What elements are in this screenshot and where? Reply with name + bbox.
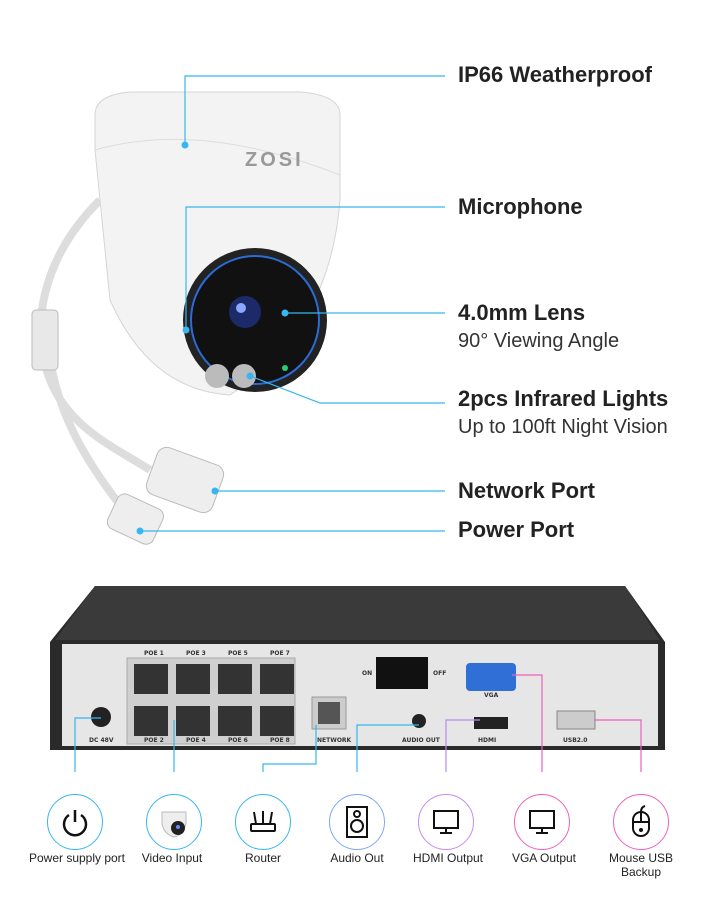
port-audio: AUDIO OUT xyxy=(402,737,440,744)
router-icon xyxy=(235,794,291,850)
switch-off: OFF xyxy=(433,670,447,677)
vga-monitor-icon xyxy=(514,794,570,850)
callout-infrared: 2pcs Infrared Lights xyxy=(458,386,669,411)
label-hdmi-output: HDMI Output xyxy=(412,851,484,865)
hdmi-monitor-icon xyxy=(418,794,474,850)
callout-microphone: Microphone xyxy=(458,194,583,219)
label-power-supply: Power supply port xyxy=(28,851,126,865)
port-poe6: POE 6 xyxy=(228,737,248,744)
nvr-illustration xyxy=(50,586,665,772)
port-usb: USB2.0 xyxy=(563,737,588,744)
camera-brand-logo: ZOSI xyxy=(245,149,304,171)
port-poe1: POE 1 xyxy=(144,650,164,657)
label-vga-output: VGA Output xyxy=(511,851,577,865)
callout-network-port: Network Port xyxy=(458,478,595,503)
port-poe5: POE 5 xyxy=(228,650,248,657)
speaker-icon xyxy=(329,794,385,850)
camera-illustration: ZOSI xyxy=(31,75,445,545)
port-network: NETWORK xyxy=(317,737,352,744)
port-poe2: POE 2 xyxy=(144,737,164,744)
port-poe4: POE 4 xyxy=(186,737,206,744)
camera-icon xyxy=(146,794,202,850)
callout-infrared-sub: Up to 100ft Night Vision xyxy=(458,416,668,438)
port-vga: VGA xyxy=(484,692,499,699)
label-video-input: Video Input xyxy=(141,851,203,865)
callout-lens: 4.0mm Lens xyxy=(458,300,586,325)
label-audio-out: Audio Out xyxy=(330,851,384,865)
label-mouse-usb: Mouse USB Backup xyxy=(608,851,674,879)
switch-on: ON xyxy=(362,670,373,677)
mouse-icon xyxy=(613,794,669,850)
callout-power-port: Power Port xyxy=(458,517,575,542)
callout-ip66: IP66 Weatherproof xyxy=(458,62,652,87)
port-poe8: POE 8 xyxy=(270,737,290,744)
port-dc: DC 48V xyxy=(89,737,114,744)
port-poe3: POE 3 xyxy=(186,650,206,657)
callout-lens-sub: 90° Viewing Angle xyxy=(458,330,620,352)
port-poe7: POE 7 xyxy=(270,650,290,657)
port-hdmi: HDMI xyxy=(478,737,497,744)
label-router: Router xyxy=(244,851,282,865)
power-icon xyxy=(47,794,103,850)
